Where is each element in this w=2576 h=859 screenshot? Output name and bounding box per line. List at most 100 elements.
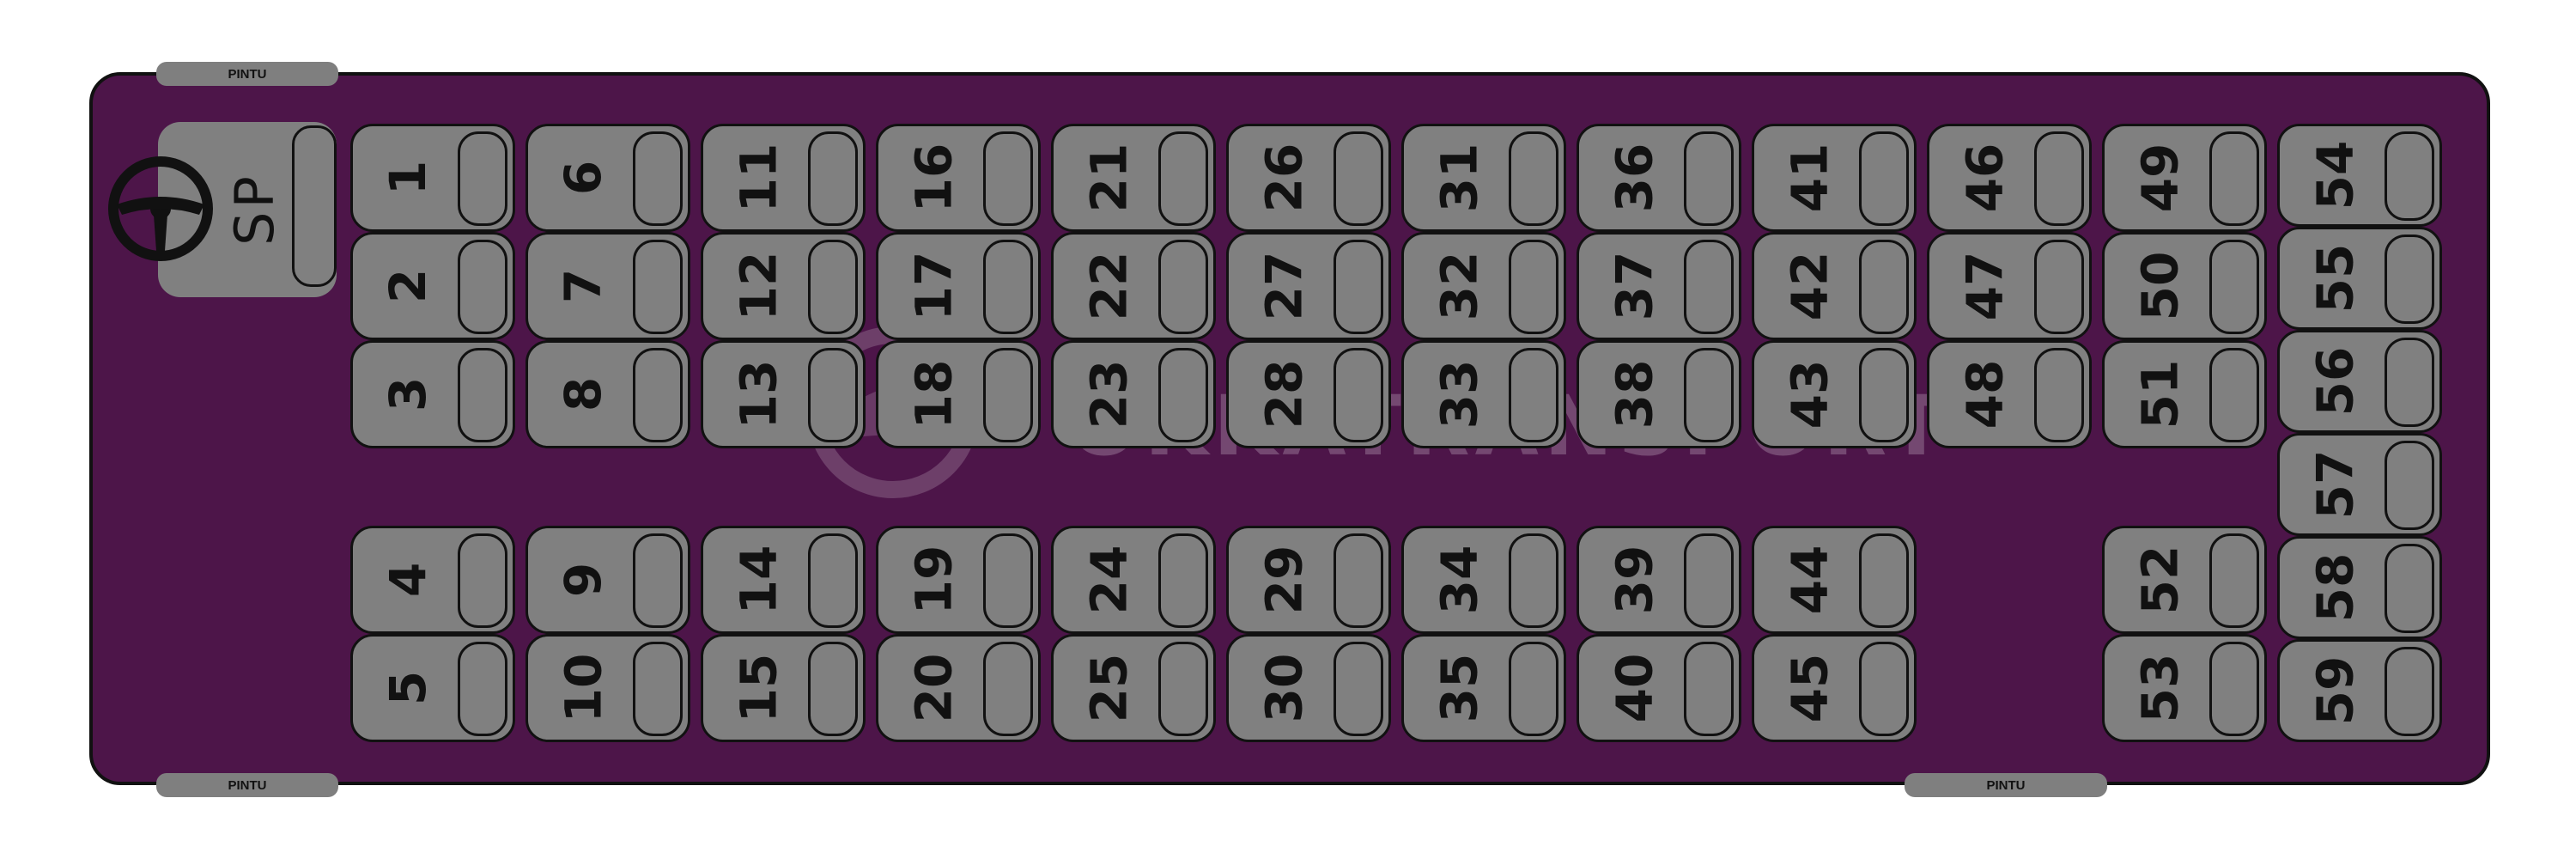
seat-12[interactable]: 12 <box>701 232 866 340</box>
seat-7[interactable]: 7 <box>526 232 690 340</box>
seat-10[interactable]: 10 <box>526 634 690 742</box>
door-top-left: PINTU <box>156 62 338 86</box>
seat-backrest <box>633 131 683 226</box>
seat-37[interactable]: 37 <box>1577 232 1741 340</box>
door-top-left-label: PINTU <box>228 66 267 82</box>
seat-42[interactable]: 42 <box>1752 232 1917 340</box>
door-bottom-right: PINTU <box>1905 773 2107 797</box>
seat-number-text: 8 <box>553 376 612 412</box>
seat-number-text: 43 <box>1780 359 1838 430</box>
seat-number: 11 <box>703 126 813 229</box>
seat-backrest <box>1334 533 1383 628</box>
seat-55[interactable]: 55 <box>2277 227 2442 330</box>
seat-number-text: 12 <box>729 251 787 321</box>
seat-31[interactable]: 31 <box>1401 124 1566 232</box>
seat-49[interactable]: 49 <box>2102 124 2267 232</box>
seat-backrest <box>1158 240 1208 334</box>
seat-44[interactable]: 44 <box>1752 526 1917 634</box>
seat-14[interactable]: 14 <box>701 526 866 634</box>
seat-58[interactable]: 58 <box>2277 536 2442 639</box>
seat-50[interactable]: 50 <box>2102 232 2267 340</box>
seat-number: 56 <box>2280 332 2390 430</box>
seat-38[interactable]: 38 <box>1577 340 1741 448</box>
seat-1[interactable]: 1 <box>350 124 515 232</box>
seat-27[interactable]: 27 <box>1226 232 1391 340</box>
seat-22[interactable]: 22 <box>1051 232 1216 340</box>
seat-backrest <box>458 533 507 628</box>
seat-number: 17 <box>878 235 988 338</box>
seat-53[interactable]: 53 <box>2102 634 2267 742</box>
seat-number: 15 <box>703 637 813 740</box>
seat-number: 49 <box>2105 126 2215 229</box>
seat-number-text: 17 <box>904 251 963 321</box>
seat-number: 31 <box>1404 126 1514 229</box>
seat-backrest <box>808 348 858 442</box>
seat-4[interactable]: 4 <box>350 526 515 634</box>
seat-32[interactable]: 32 <box>1401 232 1566 340</box>
seat-33[interactable]: 33 <box>1401 340 1566 448</box>
seat-40[interactable]: 40 <box>1577 634 1741 742</box>
seat-2[interactable]: 2 <box>350 232 515 340</box>
seat-number-text: 3 <box>378 376 437 412</box>
seat-21[interactable]: 21 <box>1051 124 1216 232</box>
seat-30[interactable]: 30 <box>1226 634 1391 742</box>
seat-25[interactable]: 25 <box>1051 634 1216 742</box>
seat-11[interactable]: 11 <box>701 124 866 232</box>
seat-backrest <box>1158 131 1208 226</box>
seat-6[interactable]: 6 <box>526 124 690 232</box>
seat-number: 35 <box>1404 637 1514 740</box>
seat-20[interactable]: 20 <box>876 634 1041 742</box>
seat-8[interactable]: 8 <box>526 340 690 448</box>
seat-26[interactable]: 26 <box>1226 124 1391 232</box>
seat-24[interactable]: 24 <box>1051 526 1216 634</box>
seat-number-text: 23 <box>1079 359 1138 430</box>
seat-17[interactable]: 17 <box>876 232 1041 340</box>
seat-28[interactable]: 28 <box>1226 340 1391 448</box>
seat-5[interactable]: 5 <box>350 634 515 742</box>
seat-45[interactable]: 45 <box>1752 634 1917 742</box>
seat-backrest <box>633 533 683 628</box>
seat-backrest <box>1158 348 1208 442</box>
seat-backrest <box>808 240 858 334</box>
seat-backrest <box>2385 441 2434 530</box>
seat-number: 33 <box>1404 343 1514 446</box>
seat-59[interactable]: 59 <box>2277 639 2442 742</box>
seat-34[interactable]: 34 <box>1401 526 1566 634</box>
seat-43[interactable]: 43 <box>1752 340 1917 448</box>
steering-wheel-icon <box>108 156 213 261</box>
seat-backrest <box>2385 131 2434 221</box>
seat-number: 16 <box>878 126 988 229</box>
seat-number: 40 <box>1579 637 1689 740</box>
seat-number-text: 45 <box>1780 653 1838 723</box>
seat-13[interactable]: 13 <box>701 340 866 448</box>
seat-15[interactable]: 15 <box>701 634 866 742</box>
seat-35[interactable]: 35 <box>1401 634 1566 742</box>
seat-39[interactable]: 39 <box>1577 526 1741 634</box>
seat-3[interactable]: 3 <box>350 340 515 448</box>
seat-41[interactable]: 41 <box>1752 124 1917 232</box>
seat-number: 22 <box>1054 235 1163 338</box>
seat-number: 21 <box>1054 126 1163 229</box>
seat-29[interactable]: 29 <box>1226 526 1391 634</box>
seat-backrest <box>633 348 683 442</box>
seat-number: 13 <box>703 343 813 446</box>
seat-19[interactable]: 19 <box>876 526 1041 634</box>
seat-36[interactable]: 36 <box>1577 124 1741 232</box>
seat-52[interactable]: 52 <box>2102 526 2267 634</box>
seat-57[interactable]: 57 <box>2277 433 2442 536</box>
seat-46[interactable]: 46 <box>1927 124 2092 232</box>
driver-label-text: SP <box>222 172 286 246</box>
seat-51[interactable]: 51 <box>2102 340 2267 448</box>
seat-number: 51 <box>2105 343 2215 446</box>
seat-18[interactable]: 18 <box>876 340 1041 448</box>
seat-47[interactable]: 47 <box>1927 232 2092 340</box>
seat-number-text: 29 <box>1255 545 1313 615</box>
seat-23[interactable]: 23 <box>1051 340 1216 448</box>
seat-9[interactable]: 9 <box>526 526 690 634</box>
seat-number-text: 57 <box>2306 449 2364 520</box>
seat-56[interactable]: 56 <box>2277 330 2442 433</box>
seat-48[interactable]: 48 <box>1927 340 2092 448</box>
seat-54[interactable]: 54 <box>2277 124 2442 227</box>
seat-16[interactable]: 16 <box>876 124 1041 232</box>
seat-number-text: 31 <box>1430 143 1488 213</box>
